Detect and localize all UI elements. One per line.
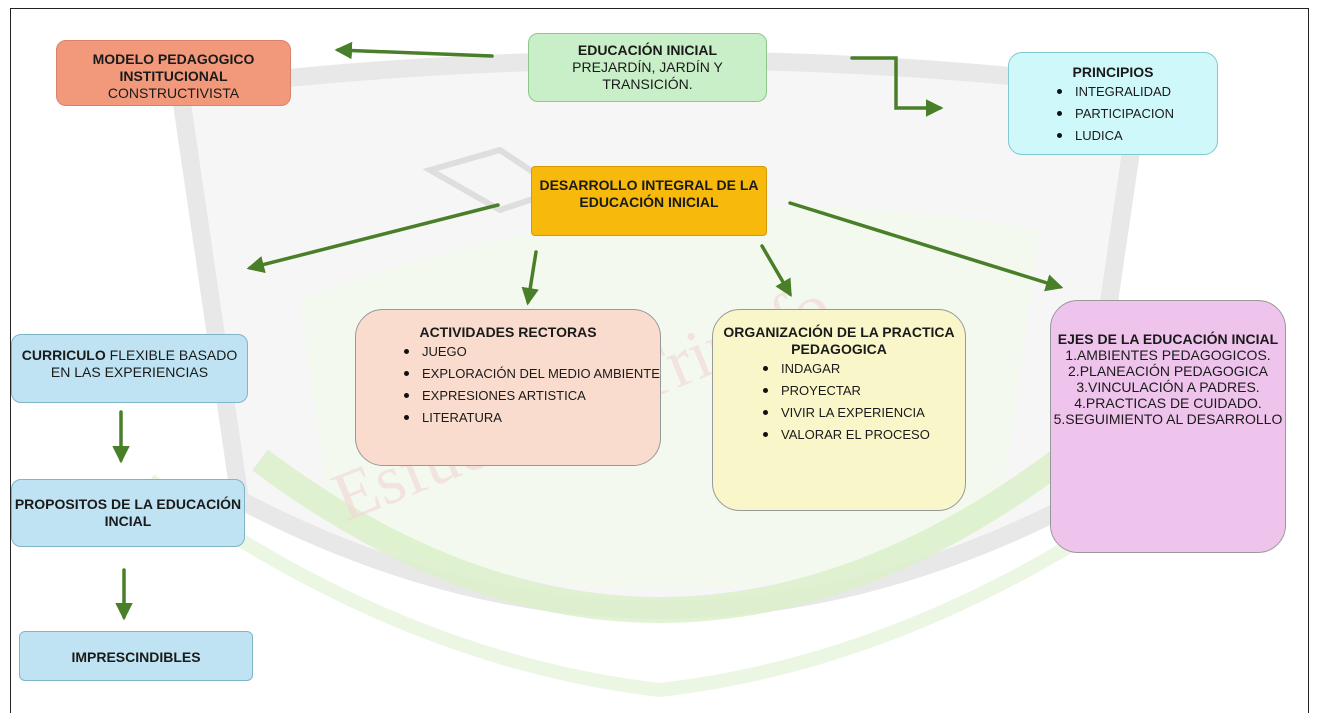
principios-title: PRINCIPIOS [1072,64,1154,80]
ejes-line: 3.VINCULACIÓN A PADRES. [1076,379,1260,395]
imprescindibles-title: IMPRESCINDIBLES [71,649,201,665]
arrow-desarrollo-to-organizacion [760,244,792,298]
organizacion-practica-box: ORGANIZACIÓN DE LA PRACTICA PEDAGOGICA I… [712,309,966,511]
list-item: LITERATURA [396,409,660,426]
actividades-list: JUEGO EXPLORACIÓN DEL MEDIO AMBIENTE EXP… [396,343,660,426]
list-item: VALORAR EL PROCESO [755,426,965,443]
educacion-subtitle: PREJARDÍN, JARDÍN Y TRANSICIÓN. [572,59,723,92]
list-item: PARTICIPACION [1049,105,1217,122]
arrow-educacion-to-principios [850,56,944,117]
arrow-desarrollo-to-actividades [521,250,539,306]
modelo-pedagogico-box: MODELO PEDAGOGICO INSTITUCIONAL CONSTRUC… [56,40,291,106]
modelo-title: MODELO PEDAGOGICO INSTITUCIONAL [92,51,255,84]
imprescindibles-box: IMPRESCINDIBLES [19,631,253,681]
organizacion-title: ORGANIZACIÓN DE LA PRACTICA PEDAGOGICA [723,324,955,357]
list-item: JUEGO [396,343,660,360]
arrow-desarrollo-to-ejes [788,201,1064,292]
page-frame [10,8,1309,713]
curriculo-title: CURRICULO [21,347,106,363]
actividades-rectoras-box: ACTIVIDADES RECTORAS JUEGO EXPLORACIÓN D… [355,309,661,466]
modelo-subtitle: CONSTRUCTIVISTA [107,85,240,101]
list-item: VIVIR LA EXPERIENCIA [755,404,965,421]
list-item: EXPRESIONES ARTISTICA [396,387,660,404]
curriculo-box: CURRICULO FLEXIBLE BASADO EN LAS EXPERIE… [11,334,248,403]
ejes-line: 5.SEGUIMIENTO AL DESARROLLO [1053,411,1283,427]
list-item: EXPLORACIÓN DEL MEDIO AMBIENTE [396,365,660,382]
curriculo-rest: FLEXIBLE BASADO EN LAS EXPERIENCIAS [50,347,238,380]
propositos-box: PROPOSITOS DE LA EDUCACIÓN INCIAL [11,479,245,547]
organizacion-list: INDAGAR PROYECTAR VIVIR LA EXPERIENCIA V… [755,360,965,443]
desarrollo-title: DESARROLLO INTEGRAL DE LA EDUCACIÓN INIC… [539,177,759,210]
list-item: PROYECTAR [755,382,965,399]
propositos-title: PROPOSITOS DE LA EDUCACIÓN INCIAL [14,496,242,529]
educacion-inicial-box: EDUCACIÓN INICIAL PREJARDÍN, JARDÍN Y TR… [528,33,767,102]
principios-box: PRINCIPIOS INTEGRALIDAD PARTICIPACION LU… [1008,52,1218,155]
list-item: INTEGRALIDAD [1049,83,1217,100]
ejes-educacion-box: EJES DE LA EDUCACIÓN INCIAL 1.AMBIENTES … [1050,300,1286,553]
ejes-title: EJES DE LA EDUCACIÓN INCIAL [1057,331,1279,347]
arrow-educacion-to-modelo [334,41,494,60]
ejes-line: 2.PLANEACIÓN PEDAGOGICA [1068,363,1268,379]
principios-list: INTEGRALIDAD PARTICIPACION LUDICA [1049,83,1217,144]
educacion-title: EDUCACIÓN INICIAL [577,42,718,58]
desarrollo-integral-box: DESARROLLO INTEGRAL DE LA EDUCACIÓN INIC… [531,166,767,236]
ejes-line: 1.AMBIENTES PEDAGOGICOS. [1065,347,1271,363]
list-item: INDAGAR [755,360,965,377]
list-item: LUDICA [1049,127,1217,144]
arrow-desarrollo-to-curriculo [246,203,500,274]
actividades-title: ACTIVIDADES RECTORAS [419,324,597,340]
ejes-line: 4.PRACTICAS DE CUIDADO. [1074,395,1262,411]
